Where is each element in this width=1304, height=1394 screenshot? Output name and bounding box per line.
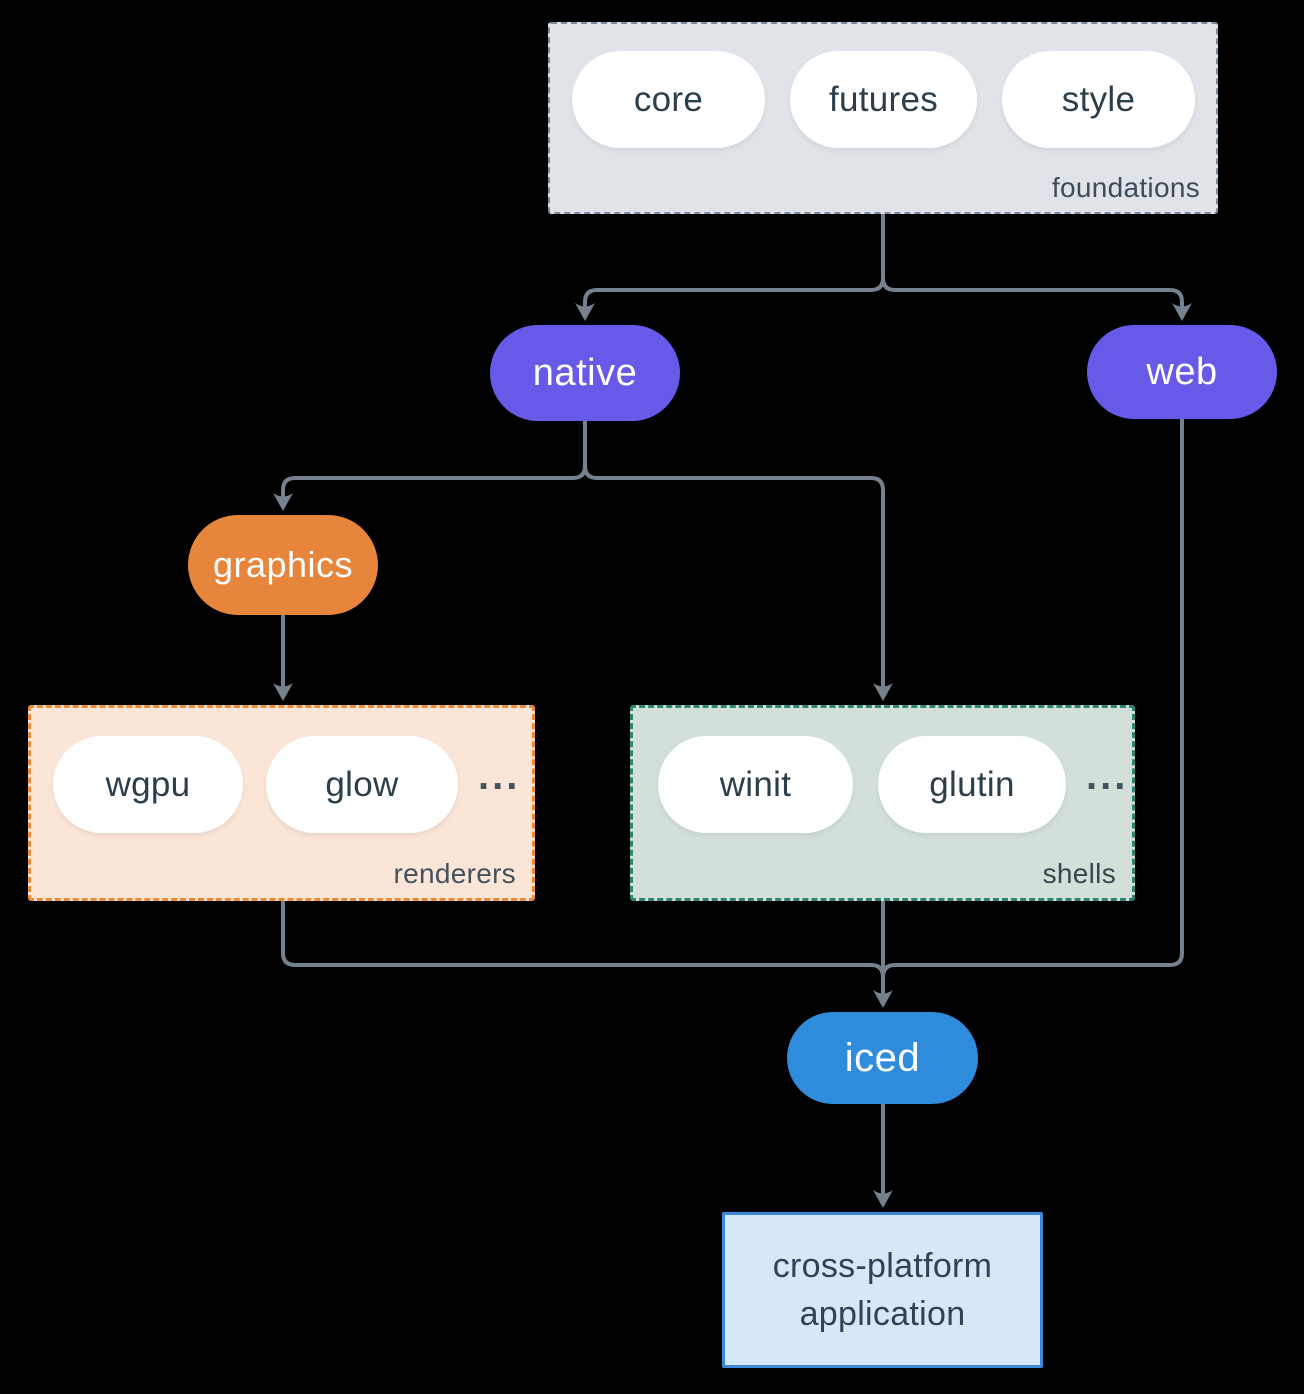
group-foundations: core futures style foundations	[548, 22, 1218, 214]
arrowhead-shells	[873, 683, 893, 701]
edge-foundations-to-web	[881, 212, 1184, 311]
group-shells: winit glutin ... shells	[630, 705, 1135, 901]
node-wgpu: wgpu	[53, 736, 243, 833]
node-glow: glow	[266, 736, 458, 833]
arrowhead-graphics	[273, 493, 293, 511]
node-graphics: graphics	[188, 515, 378, 615]
node-glow-label: glow	[325, 764, 399, 804]
arrowhead-web	[1172, 303, 1192, 321]
node-iced-label: iced	[844, 1035, 921, 1080]
node-application-label-line2: application	[799, 1295, 966, 1333]
arrowhead-native	[575, 303, 595, 321]
node-glutin-label: glutin	[929, 764, 1015, 804]
edge-renderers-to-iced	[281, 898, 885, 979]
edge-native-to-shells	[583, 419, 885, 691]
arrowhead-renderers	[273, 683, 293, 701]
edge-native-to-graphics	[281, 419, 587, 501]
node-winit-label: winit	[719, 764, 792, 804]
group-renderers: wgpu glow ... renderers	[28, 705, 535, 901]
group-foundations-label: foundations	[1051, 172, 1200, 203]
node-core-label: core	[633, 79, 704, 119]
node-graphics-label: graphics	[212, 544, 354, 585]
shells-ellipsis: ...	[1086, 754, 1129, 798]
node-native-label: native	[532, 351, 638, 394]
node-style-label: style	[1061, 79, 1136, 119]
node-wgpu-label: wgpu	[105, 764, 191, 804]
node-glutin: glutin	[878, 736, 1066, 833]
edge-foundations-to-native	[583, 212, 885, 311]
arrowhead-application	[873, 1190, 893, 1208]
node-application: cross-platform application	[722, 1212, 1043, 1368]
group-shells-label: shells	[1042, 858, 1116, 889]
node-iced: iced	[787, 1012, 978, 1104]
arrowhead-iced	[873, 990, 893, 1008]
renderers-ellipsis: ...	[478, 754, 521, 798]
node-web: web	[1087, 325, 1277, 419]
node-style: style	[1002, 51, 1195, 148]
node-winit: winit	[658, 736, 853, 833]
group-renderers-label: renderers	[393, 858, 516, 889]
node-futures: futures	[790, 51, 977, 148]
node-native: native	[490, 325, 680, 421]
node-application-label-line1: cross-platform	[772, 1246, 993, 1285]
node-futures-label: futures	[828, 79, 939, 119]
node-core: core	[572, 51, 765, 148]
node-web-label: web	[1146, 350, 1218, 393]
